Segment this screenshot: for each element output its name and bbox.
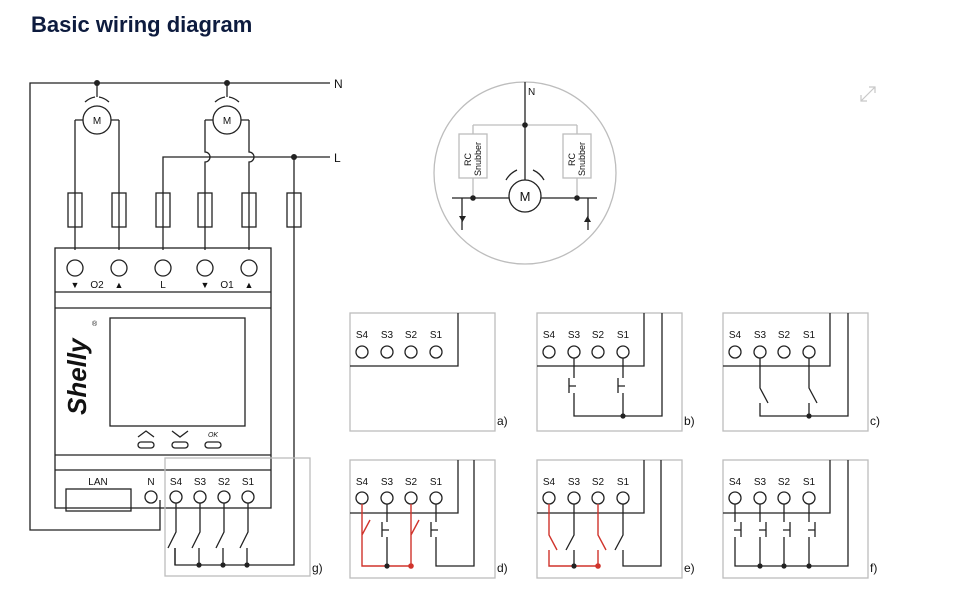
snubber-label: Snubber bbox=[473, 142, 483, 176]
variant-label-g: g) bbox=[312, 561, 323, 575]
page-title: Basic wiring diagram bbox=[31, 12, 253, 37]
snubber-label: RC bbox=[567, 153, 577, 166]
input-label: S3 bbox=[381, 330, 394, 341]
neutral-label: N bbox=[334, 77, 343, 91]
input-label: S2 bbox=[405, 330, 418, 341]
input-label: S1 bbox=[803, 477, 816, 488]
snubber-label: Snubber bbox=[577, 142, 587, 176]
terminal-label: ▼ bbox=[71, 280, 80, 290]
variant-label-e: e) bbox=[684, 561, 695, 575]
input-label: S2 bbox=[592, 477, 605, 488]
terminal-label: ▲ bbox=[115, 280, 124, 290]
expand-icon[interactable] bbox=[857, 83, 879, 105]
variant-box-c bbox=[722, 312, 869, 432]
live-label: L bbox=[334, 151, 341, 165]
input-label: S1 bbox=[617, 477, 630, 488]
terminal-label: ▲ bbox=[245, 280, 254, 290]
device-screen bbox=[109, 317, 246, 427]
input-label: S4 bbox=[356, 330, 369, 341]
input-label: S1 bbox=[803, 330, 816, 341]
live-wire bbox=[162, 156, 330, 193]
terminal-label: O2 bbox=[90, 280, 104, 291]
variant-input-labels: S4 S3 S2 S1 S4 S3 S2 S1 S4 S3 S2 S1 S4 S… bbox=[356, 330, 816, 488]
brand-logo: Shelly bbox=[62, 337, 92, 415]
rc-neutral-label: N bbox=[528, 87, 535, 98]
ok-button-label: OK bbox=[208, 432, 218, 439]
input-label: S1 bbox=[617, 330, 630, 341]
input-label: S4 bbox=[729, 477, 742, 488]
variant-box-f bbox=[722, 459, 869, 579]
input-label: S2 bbox=[778, 477, 791, 488]
shelly-device bbox=[54, 247, 272, 509]
terminal-label: S2 bbox=[218, 477, 231, 488]
input-label: S2 bbox=[592, 330, 605, 341]
lan-port bbox=[65, 488, 132, 512]
terminal-label: S4 bbox=[170, 477, 183, 488]
snubber-label: RC bbox=[463, 153, 473, 166]
variant-box-b bbox=[536, 312, 683, 432]
terminal-label: ▼ bbox=[201, 280, 210, 290]
variant-label-c: c) bbox=[870, 414, 880, 428]
terminal-label: O1 bbox=[220, 280, 234, 291]
terminal-label: N bbox=[147, 477, 154, 488]
variant-label-f: f) bbox=[870, 561, 877, 575]
input-label: S3 bbox=[754, 477, 767, 488]
lan-label: LAN bbox=[88, 477, 107, 488]
input-label: S4 bbox=[543, 477, 556, 488]
input-label: S3 bbox=[381, 477, 394, 488]
variant-label-b: b) bbox=[684, 414, 695, 428]
motor-label: M bbox=[520, 189, 531, 204]
input-label: S2 bbox=[405, 477, 418, 488]
variant-box-a bbox=[349, 312, 496, 432]
terminal-label: L bbox=[160, 280, 166, 291]
input-label: S3 bbox=[568, 330, 581, 341]
motor-label: M bbox=[93, 116, 101, 127]
terminal-label: S3 bbox=[194, 477, 207, 488]
variant-label-d: d) bbox=[497, 561, 508, 575]
variant-label-a: a) bbox=[497, 414, 508, 428]
terminal-label: S1 bbox=[242, 477, 255, 488]
variant-box-d bbox=[349, 459, 496, 579]
input-label: S4 bbox=[729, 330, 742, 341]
input-label: S3 bbox=[754, 330, 767, 341]
variant-box-e bbox=[536, 459, 683, 579]
input-label: S3 bbox=[568, 477, 581, 488]
input-label: S4 bbox=[356, 477, 369, 488]
input-label: S4 bbox=[543, 330, 556, 341]
input-label: S1 bbox=[430, 477, 443, 488]
motor-label: M bbox=[223, 116, 231, 127]
neutral-wire bbox=[29, 82, 330, 531]
input-label: S2 bbox=[778, 330, 791, 341]
brand-mark: ® bbox=[92, 320, 98, 328]
input-label: S1 bbox=[430, 330, 443, 341]
